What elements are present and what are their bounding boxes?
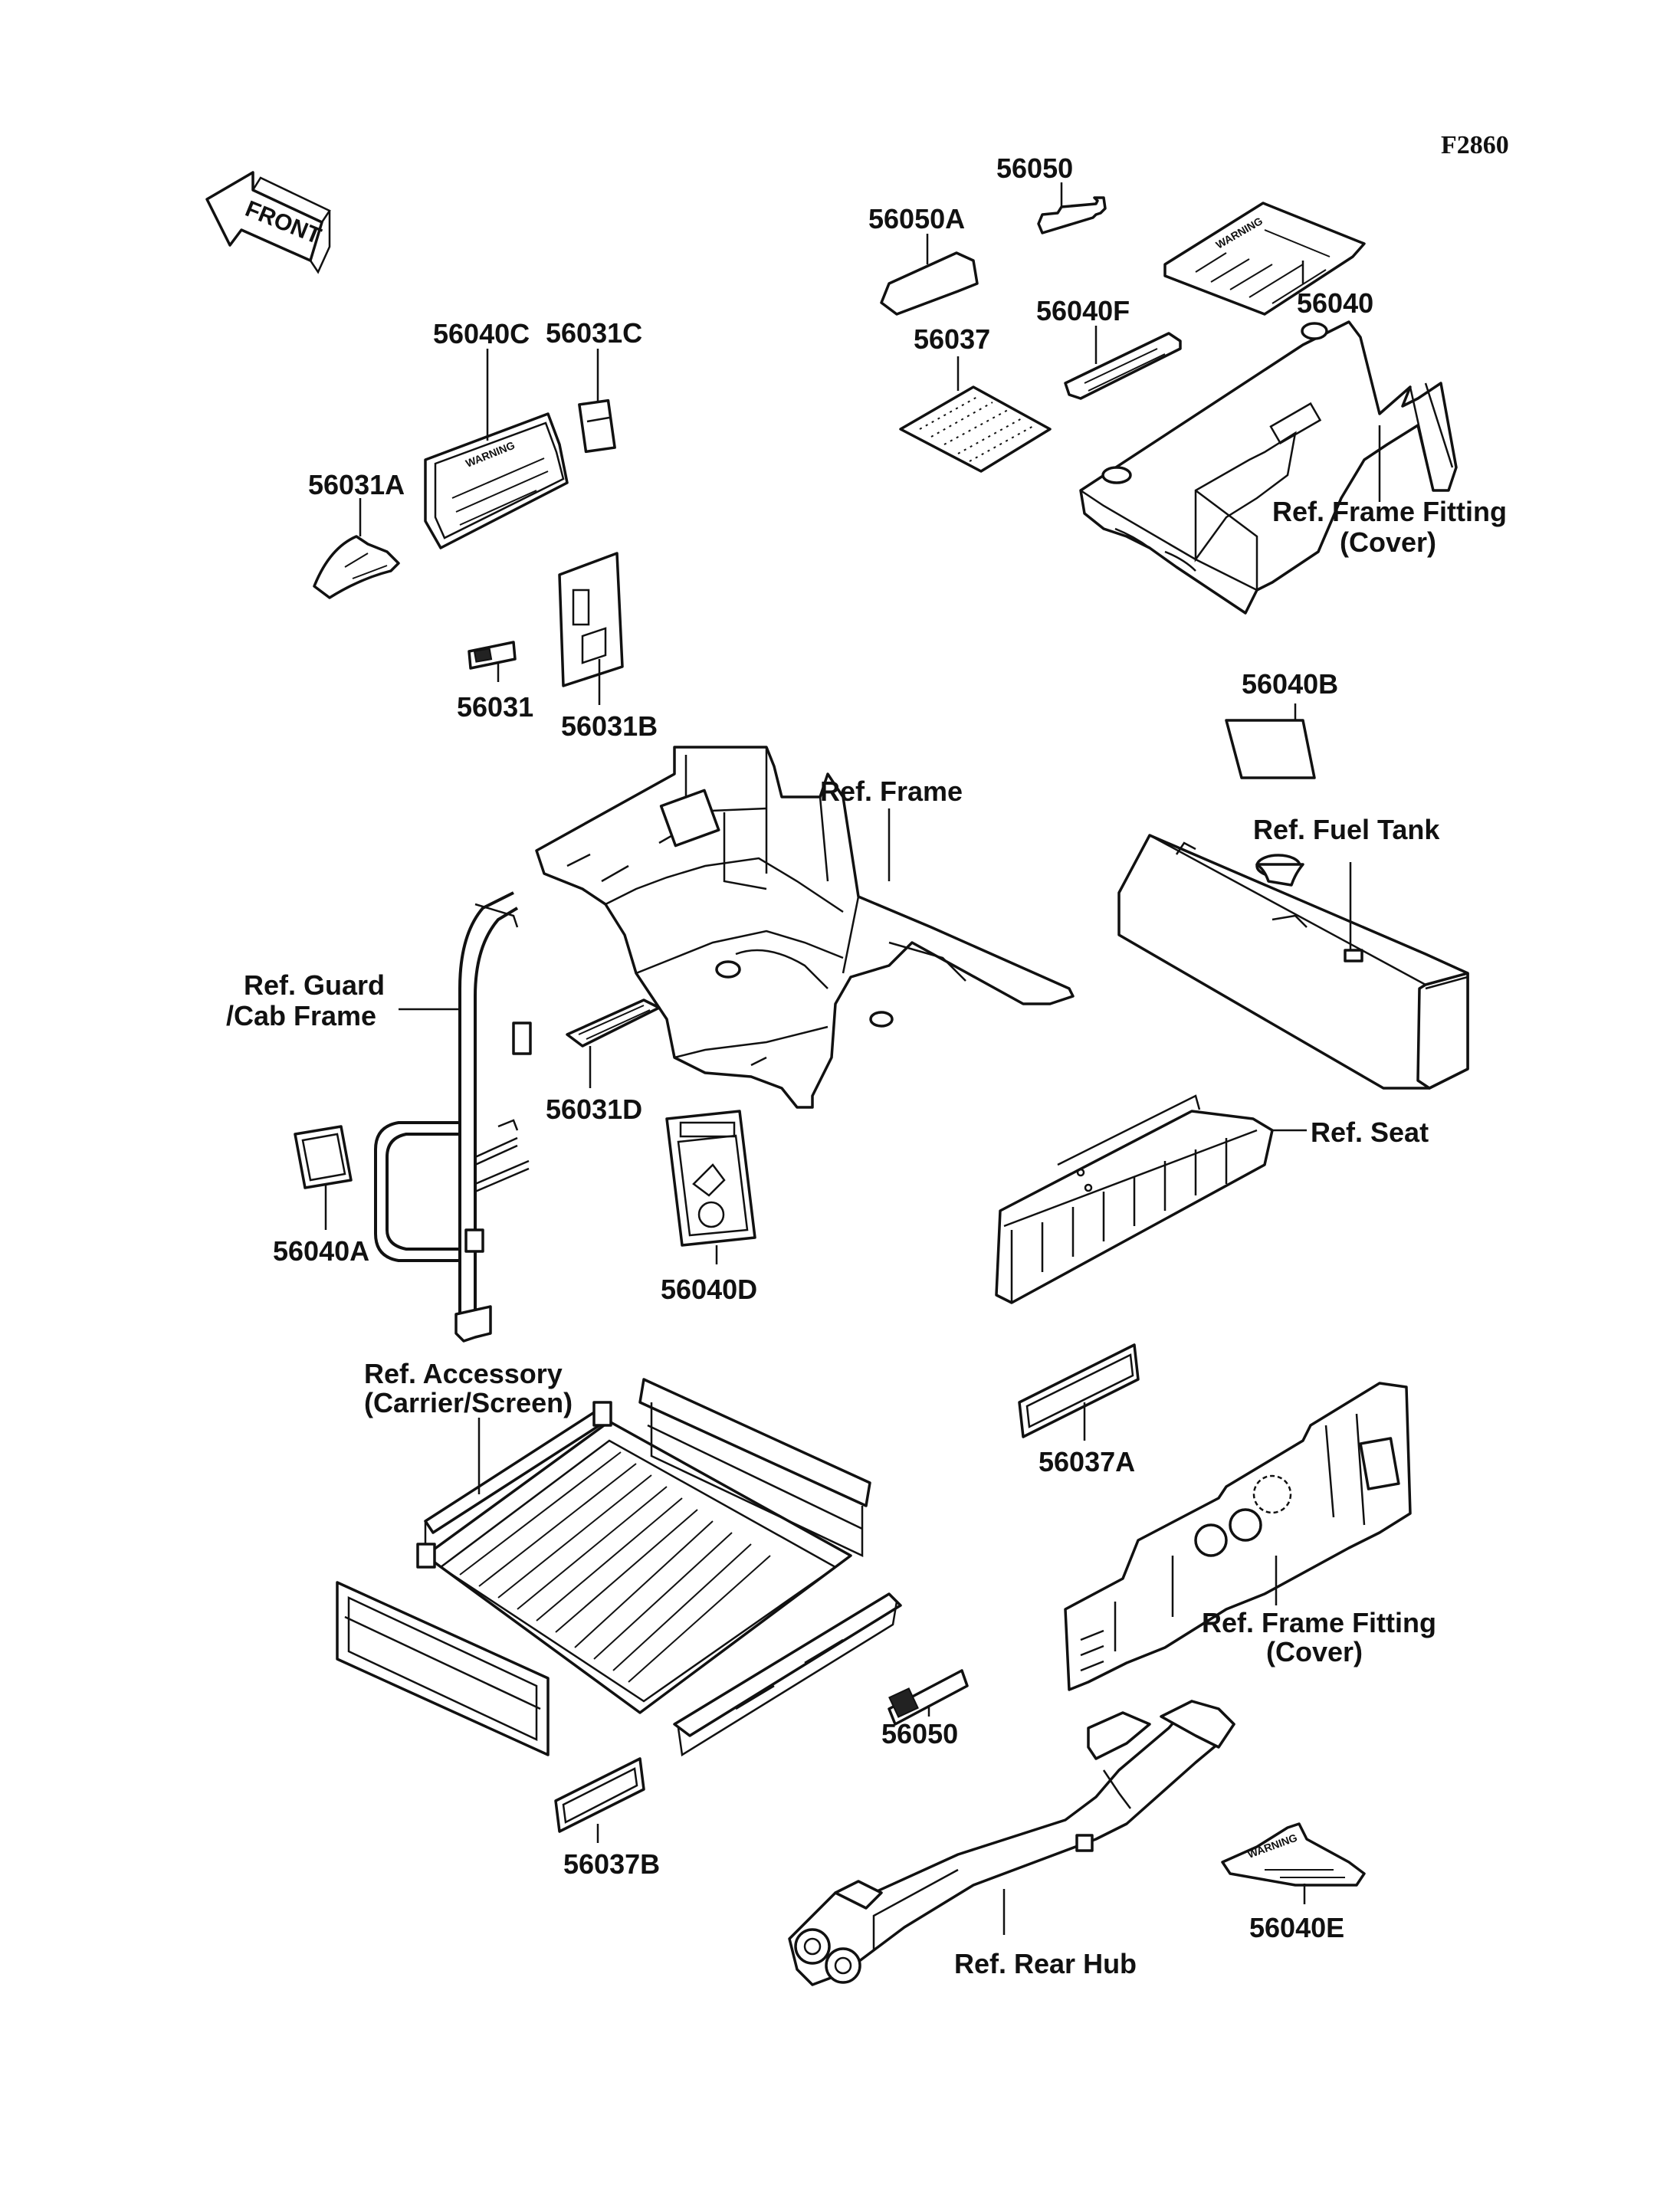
part-label-56040A: 56040A: [273, 1235, 369, 1267]
decal-56031C: [578, 398, 616, 454]
part-label-56031D: 56031D: [546, 1094, 642, 1125]
ref-frame-fitting-top-line1: Ref. Frame Fitting: [1272, 496, 1507, 527]
part-label-56040B: 56040B: [1242, 668, 1338, 700]
ref-rear-hub: Ref. Rear Hub: [954, 1948, 1137, 1979]
part-label-56037A: 56037A: [1039, 1446, 1135, 1477]
part-label-56050-bottom: 56050: [881, 1718, 958, 1749]
part-label-56031B: 56031B: [561, 710, 658, 742]
ref-frame-fitting-bottom-line2: (Cover): [1266, 1636, 1363, 1667]
guard-cab-frame: [374, 891, 532, 1343]
warning-label-56040: WARNING: [1163, 202, 1366, 316]
warning-label-56040E: WARNING: [1221, 1822, 1366, 1887]
decal-56037A: [1018, 1343, 1140, 1438]
decal-56037B: [554, 1757, 645, 1833]
ref-seat: Ref. Seat: [1311, 1117, 1429, 1148]
part-label-56040: 56040: [1297, 287, 1373, 319]
decal-56050A: [880, 251, 979, 316]
figure-code: F2860: [1441, 131, 1509, 159]
ref-accessory-line1: Ref. Accessory: [364, 1358, 563, 1389]
part-label-56050-top: 56050: [996, 152, 1073, 184]
ref-frame-fitting-top-line2: (Cover): [1340, 526, 1436, 558]
part-label-56031A: 56031A: [308, 469, 405, 500]
decal-56037: [899, 385, 1052, 473]
frame-fitting-cover-top: [1079, 320, 1458, 615]
decal-56050-top: [1037, 196, 1107, 234]
ref-frame-fitting-bottom-line1: Ref. Frame Fitting: [1202, 1607, 1436, 1638]
warning-label-56040C: WARNING: [424, 412, 569, 549]
part-label-56040F: 56040F: [1036, 295, 1130, 326]
ref-guard-line1: Ref. Guard: [244, 969, 385, 1001]
part-label-56040C: 56040C: [433, 318, 530, 349]
fuel-tank: [1117, 834, 1469, 1090]
decal-56040F: [1064, 332, 1182, 400]
rear-hub: [788, 1700, 1235, 1986]
ref-fuel-tank: Ref. Fuel Tank: [1253, 814, 1440, 845]
decal-56031D: [566, 998, 661, 1048]
part-label-56031C: 56031C: [546, 317, 642, 349]
part-label-56040E: 56040E: [1249, 1912, 1344, 1943]
front-arrow-icon: FRONT: [205, 171, 331, 274]
part-label-56040D: 56040D: [661, 1274, 757, 1305]
part-label-56037: 56037: [914, 323, 990, 355]
decal-56040A: [294, 1125, 353, 1189]
decal-56031: [468, 641, 517, 670]
part-label-56031: 56031: [457, 691, 533, 723]
ref-guard-line2: /Cab Frame: [226, 1000, 376, 1031]
main-frame: [535, 746, 1075, 1109]
decal-56031A: [313, 535, 400, 599]
decal-56050-bottom: [888, 1669, 969, 1726]
part-label-56037B: 56037B: [563, 1848, 660, 1880]
decal-56031B: [558, 552, 624, 687]
decal-56040D: [665, 1110, 756, 1247]
ref-accessory-line2: (Carrier/Screen): [364, 1387, 573, 1418]
carrier-screen: [336, 1378, 902, 1757]
part-label-56050A: 56050A: [868, 203, 965, 234]
frame-fitting-cover-bottom: [1064, 1382, 1412, 1691]
seat: [995, 1094, 1274, 1304]
ref-frame: Ref. Frame: [820, 776, 963, 807]
decal-56040B: [1225, 719, 1316, 779]
